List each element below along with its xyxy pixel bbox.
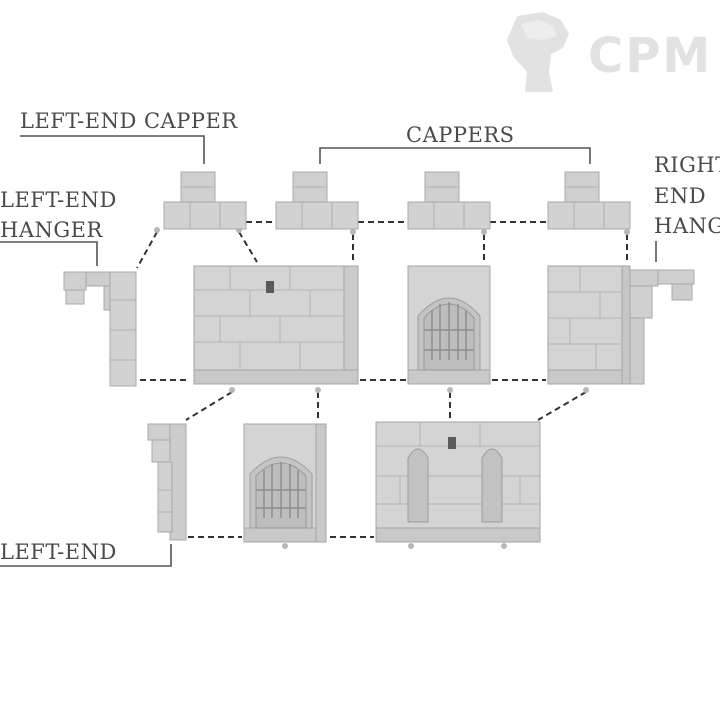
wall-plain-large xyxy=(193,265,359,385)
label-right-end-hanger-line1: RIGHT- xyxy=(654,153,720,177)
label-left-end-hanger-line2: HANGER xyxy=(0,218,103,242)
leader-left-end-hanger xyxy=(0,241,98,266)
fist-icon xyxy=(507,12,569,92)
left-end-hanger-piece xyxy=(63,271,137,387)
capper-3 xyxy=(547,171,631,230)
connector-lines xyxy=(136,221,628,538)
left-end-piece xyxy=(147,423,187,541)
wall-windows xyxy=(375,421,541,543)
wall-door xyxy=(407,265,491,385)
left-end-capper xyxy=(163,171,247,230)
label-right-end-hanger-line3: HANGE xyxy=(654,214,720,238)
right-end-hanger-piece xyxy=(629,269,695,385)
leader-left-end xyxy=(0,544,172,567)
label-left-end-capper: LEFT-END CAPPER xyxy=(20,109,238,133)
connector-dots xyxy=(154,227,630,549)
capper-pieces xyxy=(163,171,631,230)
label-left-end-hanger-line1: LEFT-END xyxy=(0,188,117,212)
wall-right-end xyxy=(547,265,631,385)
capper-1 xyxy=(275,171,359,230)
label-cappers: CAPPERS xyxy=(406,123,515,147)
leader-cappers xyxy=(319,147,591,164)
label-right-end-hanger-line2: END xyxy=(654,184,707,208)
leader-left-end-capper xyxy=(20,135,205,164)
wall-door-2 xyxy=(243,423,327,543)
capper-2 xyxy=(407,171,491,230)
logo-text: CPM xyxy=(588,28,713,84)
label-left-end: LEFT-END xyxy=(0,540,117,564)
